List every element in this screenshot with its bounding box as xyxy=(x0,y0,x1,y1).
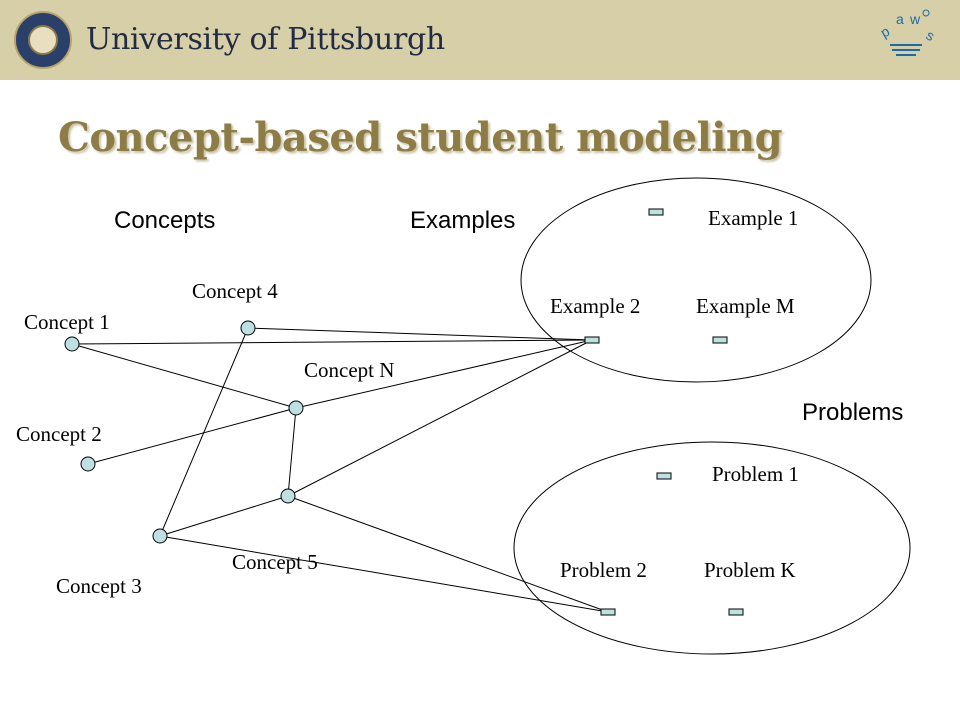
concept-node-cN xyxy=(288,400,304,416)
seal-shield-icon xyxy=(28,25,58,55)
concept-2-label: Concept 2 xyxy=(16,422,102,446)
university-name: University of Pittsburgh xyxy=(86,22,445,57)
edge-c4-c3 xyxy=(159,327,249,537)
svg-text:w: w xyxy=(909,11,921,27)
concept-node-c1 xyxy=(64,336,80,352)
edge-layer xyxy=(71,327,609,613)
edge-cN-c5 xyxy=(287,407,297,497)
edge-c5-e2 xyxy=(287,339,593,497)
edge-c1-cN xyxy=(71,343,297,409)
concepts-heading: Concepts xyxy=(114,207,216,234)
concept-5-label: Concept 5 xyxy=(232,550,318,574)
edge-cN-e2 xyxy=(295,339,593,409)
item-node-e1 xyxy=(648,208,664,216)
item-node-eM xyxy=(712,336,728,344)
edge-c5-p2 xyxy=(287,495,609,613)
examples-ellipse xyxy=(520,177,872,383)
edge-c1-e2 xyxy=(71,339,593,345)
item-node-p1 xyxy=(656,472,672,480)
concept-node-c2 xyxy=(80,456,96,472)
edge-c2-cN xyxy=(87,407,297,465)
concept-node-c4 xyxy=(240,320,256,336)
header-bar: University of Pittsburgh p a w s xyxy=(0,0,960,80)
node-layer xyxy=(64,208,744,616)
university-seal-logo xyxy=(14,11,72,69)
example-m-label: Example M xyxy=(696,294,795,318)
concept-node-c3 xyxy=(152,528,168,544)
problem-2-label: Problem 2 xyxy=(560,558,647,582)
example-1-label: Example 1 xyxy=(708,206,799,230)
slide-title: Concept-based student modeling xyxy=(58,114,783,161)
problem-k-label: Problem K xyxy=(704,558,796,582)
concept-node-c5 xyxy=(280,488,296,504)
concept-1-label: Concept 1 xyxy=(24,310,110,334)
problems-ellipse xyxy=(513,441,911,655)
concept-3-label: Concept 3 xyxy=(56,574,142,598)
problem-1-label: Problem 1 xyxy=(712,462,799,486)
item-node-e2 xyxy=(584,336,600,344)
svg-text:a: a xyxy=(896,11,904,27)
item-node-pK xyxy=(728,608,744,616)
edge-c4-e2 xyxy=(247,327,593,341)
example-2-label: Example 2 xyxy=(550,294,641,318)
concept-4-label: Concept 4 xyxy=(192,279,278,303)
paws-logo: p a w s xyxy=(878,9,938,56)
edge-c5-c3 xyxy=(159,495,289,537)
concept-n-label: Concept N xyxy=(304,358,395,382)
examples-heading: Examples xyxy=(410,207,516,234)
item-node-p2 xyxy=(600,608,616,616)
edge-c3-p2 xyxy=(159,535,609,613)
problems-heading: Problems xyxy=(802,399,904,426)
